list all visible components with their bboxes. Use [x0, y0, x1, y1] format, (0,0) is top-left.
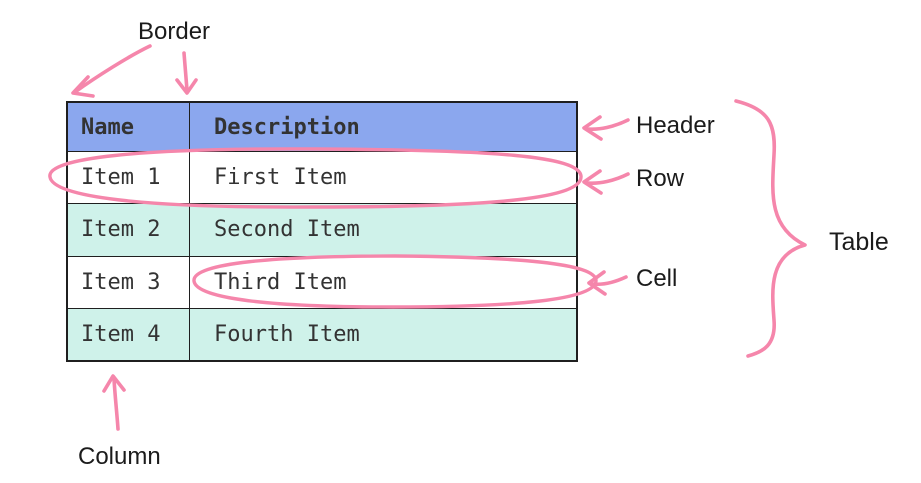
border-arrowhead-icon [175, 78, 198, 95]
header-arrowhead-icon [582, 115, 603, 141]
table-cell: Item 3 [68, 256, 190, 308]
table-row: Item 4 Fourth Item [68, 307, 576, 360]
table-cell: Second Item [214, 217, 360, 243]
table-brace-icon [734, 99, 807, 358]
border-arrow-diagonal-icon [73, 44, 152, 94]
cell-annotation-label: Cell [636, 265, 678, 292]
table-annotation-label: Table [829, 228, 889, 256]
table-header-row: Name Description [68, 103, 576, 151]
table-cell: Fourth Item [214, 321, 360, 347]
column-arrow-icon [112, 377, 120, 431]
table-cell: Item 2 [68, 204, 190, 256]
table-row: Item 2 Second Item [68, 203, 576, 256]
table-cell: Item 4 [68, 308, 190, 360]
cell-arrow-icon [591, 275, 628, 287]
header-annotation-label: Header [636, 112, 715, 139]
table-row: Item 3 Third Item [68, 255, 576, 308]
header-cell-name: Name [68, 103, 190, 151]
header-arrow-icon [586, 118, 630, 131]
cell-arrowhead-icon [587, 270, 607, 296]
column-arrowhead-icon [102, 374, 126, 393]
table-cell: Third Item [214, 269, 347, 295]
header-cell-description: Description [214, 114, 360, 140]
table-cell: First Item [214, 165, 347, 191]
column-annotation-label: Column [78, 443, 161, 470]
row-arrow-icon [586, 172, 630, 185]
border-arrow-vertical-icon [182, 51, 189, 92]
border-arrowhead-icon [71, 75, 95, 98]
border-annotation-label: Border [138, 18, 211, 45]
table-cell: Item 1 [68, 152, 190, 204]
row-arrowhead-icon [582, 169, 603, 195]
data-table: Name Description Item 1 First Item Item … [66, 101, 578, 362]
row-annotation-label: Row [636, 165, 685, 192]
table-row: Item 1 First Item [68, 151, 576, 204]
